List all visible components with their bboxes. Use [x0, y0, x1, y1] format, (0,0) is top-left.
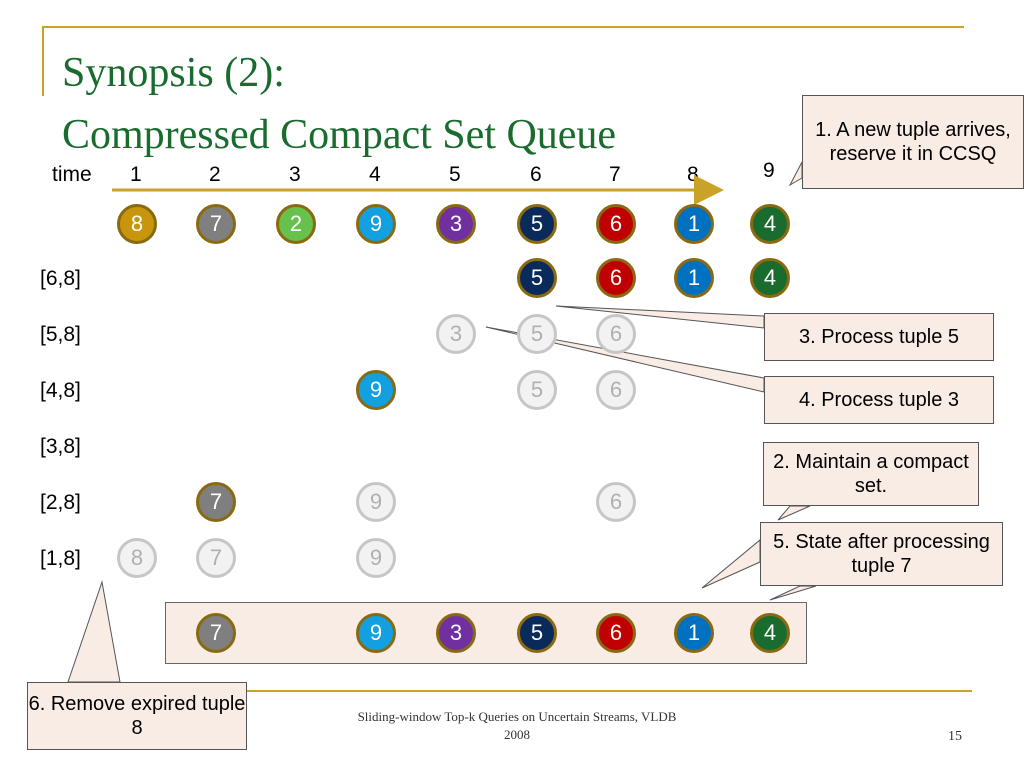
tuple-circle-5: 5 — [517, 204, 557, 244]
tuple-circle-3: 3 — [436, 613, 476, 653]
tuple-circle-6: 6 — [596, 370, 636, 410]
tuple-circle-9: 9 — [356, 538, 396, 578]
tuple-circle-1: 1 — [674, 258, 714, 298]
tuple-circle-5: 5 — [517, 258, 557, 298]
tuple-circle-5: 5 — [517, 613, 557, 653]
callout1-pointer — [788, 161, 803, 187]
callout5-pointer — [701, 538, 761, 589]
callout-state-after-7: 5. State after processing tuple 7 — [760, 522, 1003, 586]
tuple-circle-6: 6 — [596, 204, 636, 244]
tuple-circle-4: 4 — [750, 204, 790, 244]
tuple-circle-7: 7 — [196, 613, 236, 653]
time-tick-9: 9 — [763, 159, 775, 182]
tuple-circle-4: 4 — [750, 613, 790, 653]
tuple-circle-7: 7 — [196, 538, 236, 578]
tuple-circle-1: 1 — [674, 204, 714, 244]
tuple-circle-3: 3 — [436, 314, 476, 354]
callout6-pointer — [67, 580, 121, 683]
row-label: [1,8] — [40, 547, 81, 570]
top-rule — [42, 26, 964, 28]
tuple-circle-7: 7 — [196, 204, 236, 244]
time-tick-7: 7 — [609, 163, 621, 186]
tuple-circle-1: 1 — [674, 613, 714, 653]
tuple-circle-9: 9 — [356, 204, 396, 244]
row-label: [4,8] — [40, 379, 81, 402]
time-label: time — [52, 163, 92, 186]
row-label: [3,8] — [40, 435, 81, 458]
callout2-pointer — [777, 505, 811, 521]
tuple-circle-2: 2 — [276, 204, 316, 244]
callout-new-tuple: 1. A new tuple arrives, reserve it in CC… — [802, 95, 1024, 189]
tuple-circle-5: 5 — [517, 370, 557, 410]
callout-remove-expired: 6. Remove expired tuple 8 — [27, 682, 247, 750]
callout3-pointer — [555, 305, 765, 329]
tuple-circle-6: 6 — [596, 613, 636, 653]
time-tick-3: 3 — [289, 163, 301, 186]
tuple-circle-9: 9 — [356, 613, 396, 653]
tuple-circle-8: 8 — [117, 538, 157, 578]
callout-compact-set: 2. Maintain a compact set. — [763, 442, 979, 506]
time-tick-5: 5 — [449, 163, 461, 186]
tuple-circle-5: 5 — [517, 314, 557, 354]
left-rule — [42, 26, 44, 96]
callout5-pointer-b — [769, 585, 817, 601]
footer-text: Sliding-window Top-k Queries on Uncertai… — [357, 709, 677, 742]
tuple-circle-6: 6 — [596, 482, 636, 522]
callout-process-5: 3. Process tuple 5 — [764, 313, 994, 361]
time-tick-1: 1 — [130, 163, 142, 186]
row-label: [6,8] — [40, 267, 81, 290]
tuple-circle-3: 3 — [436, 204, 476, 244]
tuple-circle-4: 4 — [750, 258, 790, 298]
time-tick-4: 4 — [369, 163, 381, 186]
tuple-circle-6: 6 — [596, 314, 636, 354]
tuple-circle-6: 6 — [596, 258, 636, 298]
tuple-circle-9: 9 — [356, 370, 396, 410]
tuple-circle-9: 9 — [356, 482, 396, 522]
tuple-circle-7: 7 — [196, 482, 236, 522]
tuple-circle-8: 8 — [117, 204, 157, 244]
bottom-rule — [42, 690, 972, 692]
page-number: 15 — [948, 729, 962, 744]
slide-title-line2: Compressed Compact Set Queue — [62, 112, 617, 158]
row-label: [2,8] — [40, 491, 81, 514]
time-tick-2: 2 — [209, 163, 221, 186]
time-tick-6: 6 — [530, 163, 542, 186]
slide-title-line1: Synopsis (2): — [62, 50, 285, 96]
time-tick-8: 8 — [687, 163, 699, 186]
callout-process-3: 4. Process tuple 3 — [764, 376, 994, 424]
row-label: [5,8] — [40, 323, 81, 346]
